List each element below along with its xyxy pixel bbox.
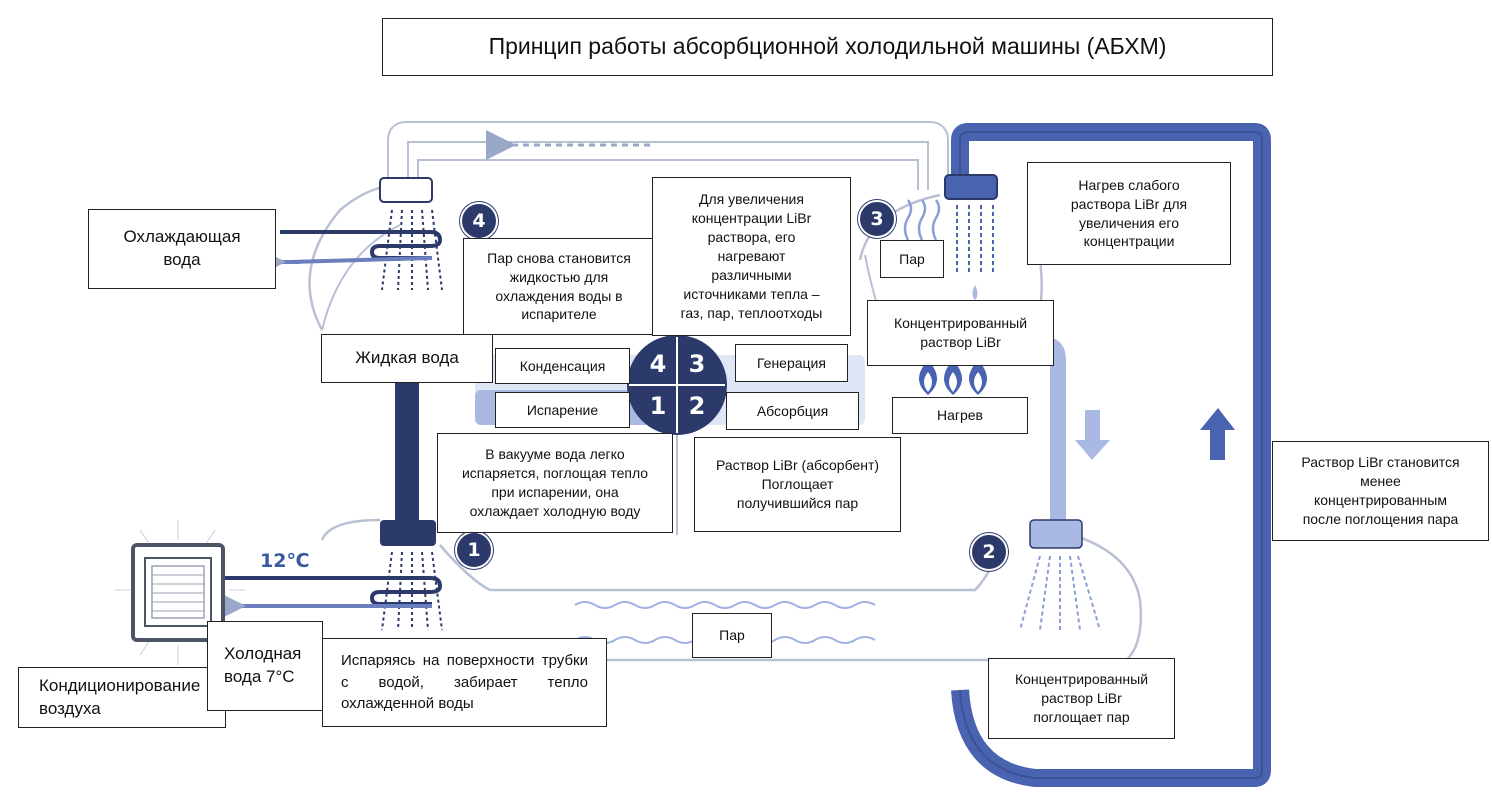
- stage-number-1: 1: [649, 392, 667, 420]
- generation-label: Генерация: [735, 344, 848, 382]
- cooling-coil: [280, 230, 443, 264]
- steam-rising-icon: [903, 199, 941, 241]
- absorption-label: Абсорбция: [726, 392, 859, 430]
- page-title: Принцип работы абсорбционной холодильной…: [382, 18, 1273, 76]
- chilled-water-coil: [225, 576, 443, 608]
- cold-water-label: Холодная вода 7°C: [207, 621, 323, 711]
- temperature-12-label: 12℃: [260, 550, 310, 572]
- stage-badge-4: 4: [460, 202, 498, 240]
- cooling-water-label: Охлаждающая вода: [88, 209, 276, 289]
- evaporation-label: Испарение: [495, 392, 630, 428]
- liquid-water-pipe: [395, 375, 419, 525]
- stage-number-4: 4: [649, 350, 667, 378]
- steam-bottom-label: Пар: [692, 613, 772, 658]
- liquid-water-label: Жидкая вода: [321, 334, 493, 383]
- condensation-label: Конденсация: [495, 348, 630, 384]
- stage-number-3: 3: [688, 350, 706, 378]
- concentrated-absorbs-note: Концентрированный раствор LiBr поглощает…: [988, 658, 1175, 739]
- steam-top-label: Пар: [880, 240, 944, 278]
- condenser-spray: [381, 209, 443, 291]
- stage-badge-1: 1: [455, 531, 493, 569]
- stage-badge-3: 3: [858, 200, 896, 238]
- concentration-heat-note: Для увеличения концентрации LiBr раствор…: [652, 177, 851, 336]
- stage-badge-2: 2: [970, 533, 1008, 571]
- outer-blue-loop: [951, 123, 1271, 787]
- absorber-spray: [1019, 555, 1101, 631]
- flame-icon: [919, 360, 987, 395]
- evaporating-surface-note: Испаряясь на поверхности трубки с водой,…: [322, 638, 607, 727]
- less-concentrated-note: Раствор LiBr становится менее концентрир…: [1272, 441, 1489, 541]
- libr-absorbent-note: Раствор LiBr (абсорбент) Поглощает получ…: [694, 437, 901, 532]
- evaporator-header: [380, 520, 436, 546]
- light-blue-pipe: [1020, 337, 1066, 525]
- concentrated-top-label: Концентрированный раствор LiBr: [867, 300, 1054, 366]
- absorber-header: [1029, 519, 1083, 549]
- air-conditioning-label: Кондиционирование воздуха: [18, 667, 226, 728]
- generator-header: [944, 174, 998, 200]
- generator-spray: [956, 205, 994, 275]
- condenser-header: [379, 177, 433, 203]
- up-arrow-icon: [1200, 408, 1235, 460]
- steam-to-liquid-note: Пар снова становится жидкостью для охлаж…: [463, 238, 655, 335]
- heating-label: Нагрев: [892, 397, 1028, 434]
- stage-number-2: 2: [688, 392, 706, 420]
- vacuum-evaporation-note: В вакууме вода легко испаряется, поглоща…: [437, 433, 673, 533]
- down-arrow-icon: [1075, 410, 1110, 460]
- heating-weak-solution-note: Нагрев слабого раствора LiBr для увеличе…: [1027, 162, 1231, 265]
